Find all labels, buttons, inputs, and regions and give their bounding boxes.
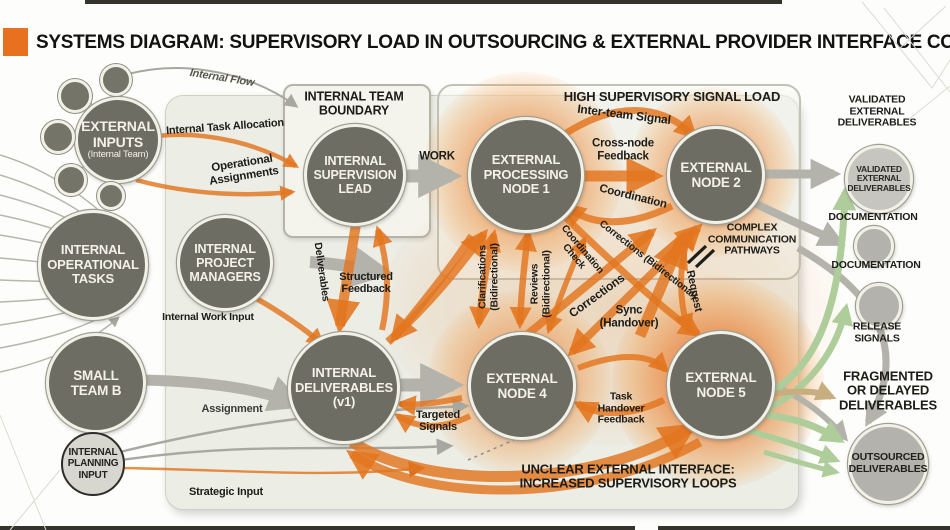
node-internal-project-managers: INTERNAL PROJECT MANAGERS: [177, 215, 273, 311]
fragmented-label: FRAGMENTED OR DELAYED DELIVERABLES: [838, 368, 938, 413]
internal-team-boundary-label: INTERNAL TEAM BOUNDARY: [304, 89, 404, 117]
flow-targeted-signals: Targeted Signals: [415, 408, 461, 433]
complex-pathways-label: COMPLEX COMMUNICATION PATHWAYS: [707, 221, 797, 257]
page-title-rest: SUPERVISORY LOAD IN OUTSOURCING & EXTERN…: [229, 32, 950, 53]
node-label: OUTSOURCED DELIVERABLES: [848, 451, 928, 475]
node-label: SMALL TEAM B: [70, 367, 122, 398]
node-external-inputs-label: EXTERNAL INPUTS: [81, 118, 155, 150]
pathway-break-icon: [686, 244, 716, 269]
satellite-circle: [41, 120, 75, 154]
flow-structured-feedback: Structured Feedback: [339, 270, 393, 295]
top-edge-strip: [85, 0, 782, 4]
node-label: EXTERNAL NODE 4: [486, 370, 558, 401]
node-small-team-b: SMALL TEAM B: [46, 333, 146, 433]
satellite-circle: [97, 182, 125, 210]
node-label: INTERNAL SUPERVISION LEAD: [313, 154, 397, 196]
validated-output-label: VALIDATED EXTERNAL DELIVERABLES: [837, 93, 917, 129]
node-label: EXTERNAL NODE 2: [680, 159, 752, 190]
node-external-node-4: EXTERNAL NODE 4: [468, 332, 576, 440]
node-internal-supervision-lead: INTERNAL SUPERVISION LEAD: [304, 124, 406, 226]
bottom-edge-strip-right: [658, 526, 950, 530]
green-arrows: [745, 186, 857, 478]
node-label: VALIDATED EXTERNAL DELIVERABLES: [847, 163, 911, 193]
page-title: SYSTEMS DIAGRAM: SUPERVISORY LOAD IN OUT…: [36, 32, 950, 54]
flow-assignment: Assignment: [201, 402, 263, 415]
page-title-prefix: SYSTEMS DIAGRAM:: [36, 32, 225, 53]
node-external-node-2: EXTERNAL NODE 2: [667, 126, 765, 224]
flow-work: WORK: [419, 150, 455, 163]
node-label: EXTERNAL NODE 5: [685, 369, 757, 400]
accent-square: [3, 28, 28, 56]
node-label: INTERNAL PROJECT MANAGERS: [189, 242, 261, 284]
node-label: INTERNAL OPERATIONAL TASKS: [47, 242, 139, 287]
node-internal-planning-input: INTERNAL PLANNING INPUT: [61, 432, 125, 496]
node-label: INTERNAL DELIVERABLES (v1): [294, 365, 393, 410]
high-supervisory-label: HIGH SUPERVISORY SIGNAL LOAD: [563, 88, 781, 104]
node-documentation-1: [854, 226, 894, 266]
satellite-circle: [58, 79, 92, 113]
flow-clarifications: Clarifications (Bidirectional): [476, 243, 500, 311]
thin-gray-lines: [119, 398, 470, 462]
node-external-inputs: EXTERNAL INPUTS (Internal Team): [75, 97, 161, 183]
node-documentation-2: [856, 283, 902, 329]
node-label: INTERNAL PLANNING INPUT: [67, 447, 119, 481]
satellite-circle: [100, 64, 132, 96]
documentation-label-2: DOCUMENTATION: [831, 259, 921, 272]
flow-internal-work-input: Internal Work Input: [162, 311, 254, 324]
orange-arrows: [119, 107, 703, 495]
node-outsourced-deliverables: OUTSOURCED DELIVERABLES: [848, 424, 928, 504]
node-external-processing-node-1: EXTERNAL PROCESSING NODE 1: [468, 117, 584, 233]
release-signals-label: RELEASE SIGNALS: [852, 320, 902, 344]
flow-reviews: Reviews (Bidirectional): [528, 250, 552, 318]
node-label: EXTERNAL PROCESSING NODE 1: [483, 152, 569, 197]
node-validated-deliverables: VALIDATED EXTERNAL DELIVERABLES: [845, 145, 913, 213]
flow-strategic-input: Strategic Input: [188, 485, 264, 498]
flow-cross-node-feedback: Cross-node Feedback: [592, 137, 654, 162]
node-internal-deliverables: INTERNAL DELIVERABLES (v1): [288, 332, 400, 444]
documentation-label-1: DOCUMENTATION: [828, 211, 918, 224]
bottom-edge-strip-left: [0, 526, 635, 530]
node-external-inputs-sub: (Internal Team): [87, 149, 149, 161]
flow-sync-handover: Sync (Handover): [599, 304, 659, 329]
unclear-interface-label: UNCLEAR EXTERNAL INTERFACE: INCREASED SU…: [519, 461, 737, 491]
node-external-node-5: EXTERNAL NODE 5: [667, 331, 775, 439]
internal-flow-line: [127, 67, 299, 108]
satellite-circle: [55, 164, 87, 196]
flow-task-handover-feedback: Task Handover Feedback: [597, 390, 645, 426]
node-internal-operational-tasks: INTERNAL OPERATIONAL TASKS: [38, 210, 148, 320]
